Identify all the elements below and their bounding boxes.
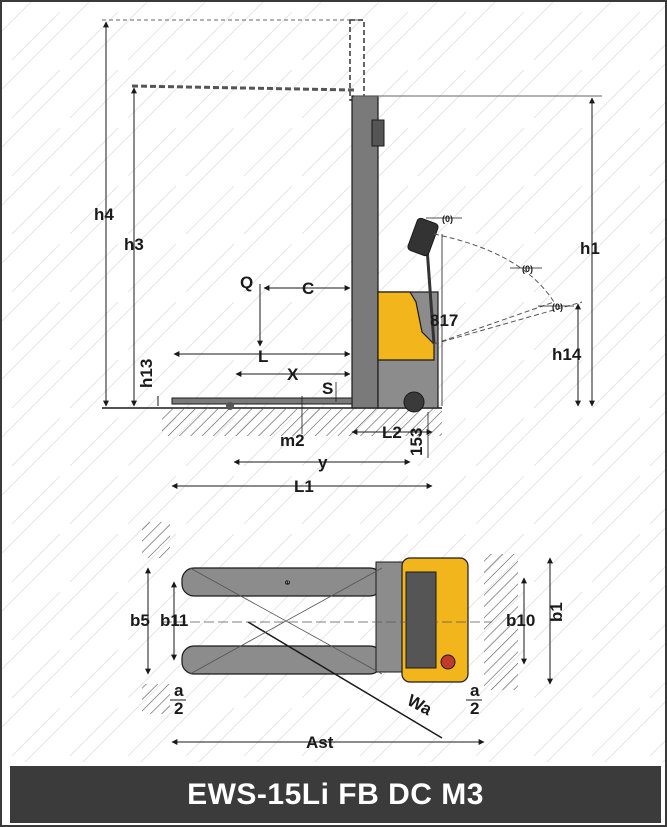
- tiller-swing-arc: [433, 233, 555, 303]
- mast-cylinder: [371, 119, 385, 147]
- l2-label: L2: [382, 423, 402, 442]
- model-banner: EWS-15Li FB DC M3: [10, 766, 661, 823]
- emergency-button: [440, 654, 456, 670]
- b1-label: b1: [547, 602, 566, 622]
- load-roller: [226, 402, 234, 410]
- zero-a-label: (0): [442, 214, 453, 224]
- q-label: Q: [240, 273, 253, 292]
- fork-side: [171, 397, 353, 405]
- s-label: S: [322, 379, 333, 398]
- a-half-left-denominator: 2: [174, 699, 183, 718]
- b11-label: b11: [160, 611, 188, 630]
- aisle-wall-bottom-left: [142, 684, 170, 714]
- battery-compartment: [405, 571, 437, 669]
- c-label: C: [302, 279, 314, 298]
- y-label: y: [318, 453, 328, 472]
- diagonal-b: [189, 567, 383, 675]
- a-half-left-numerator: a: [174, 681, 184, 700]
- h4-label: h4: [94, 205, 114, 224]
- dim-817-label: 817: [430, 311, 458, 330]
- dim-153-label: 153: [407, 428, 426, 456]
- x-label: X: [287, 365, 299, 384]
- b5-label-text: b5: [130, 611, 150, 630]
- tiller-low-position: [433, 301, 583, 345]
- mast: [351, 95, 379, 409]
- l1-label: L1: [294, 477, 314, 496]
- e-label: e: [282, 580, 292, 585]
- zero-c-label: (0): [552, 302, 563, 312]
- a-half-right-denominator: 2: [470, 699, 479, 718]
- h1-label: h1: [580, 239, 600, 258]
- fork-bottom: [181, 645, 383, 675]
- b10-label: b10: [506, 611, 535, 630]
- aisle-wall-top-left: [142, 522, 170, 558]
- carriage: [375, 561, 405, 673]
- tiller-head: [407, 217, 439, 257]
- zero-b-label: (0): [522, 264, 533, 274]
- h3-label: h3: [124, 235, 144, 254]
- wa-diagonal: [247, 621, 443, 739]
- top-view: b5 b11 e b10 b1 a 2 a 2 Wa Ast: [130, 522, 566, 752]
- watermark-pattern: [2, 2, 665, 762]
- h14-label: h14: [552, 345, 582, 364]
- l-label: L: [258, 347, 268, 366]
- side-view: h4 h3 h13 h1 h14 817 (0) (0) (0) Q C L X: [94, 19, 602, 496]
- h13-label: h13: [137, 359, 156, 388]
- ast-label: Ast: [306, 733, 334, 752]
- yellow-hood: [377, 291, 435, 361]
- tiller-mid-position: [433, 301, 555, 345]
- model-title: EWS-15Li FB DC M3: [187, 777, 484, 811]
- m2-label: m2: [280, 431, 305, 450]
- a-half-right-numerator: a: [470, 681, 480, 700]
- technical-drawing: h4 h3 h13 h1 h14 817 (0) (0) (0) Q C L X: [2, 2, 665, 762]
- drive-wheel: [403, 391, 425, 413]
